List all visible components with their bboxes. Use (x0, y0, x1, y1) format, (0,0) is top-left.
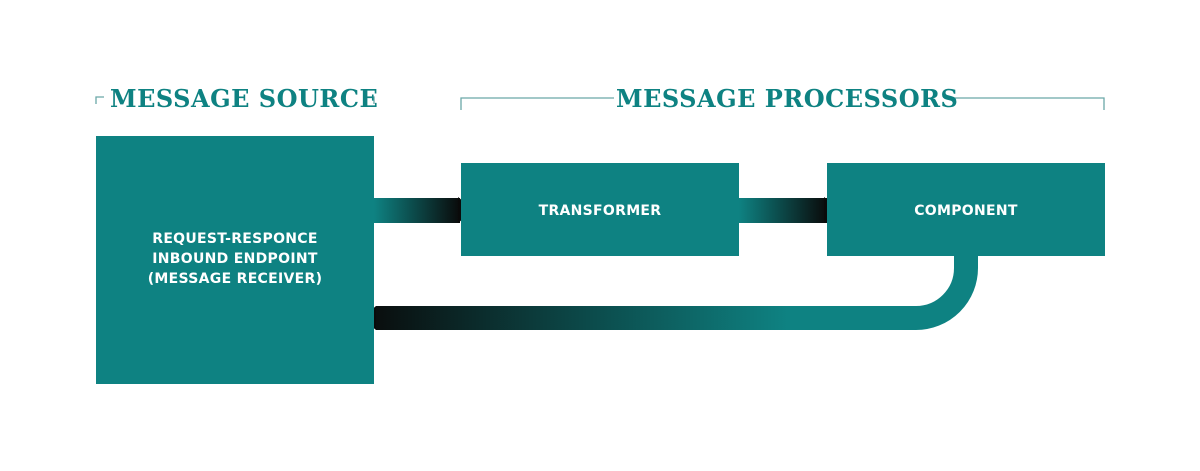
component-label: COMPONENT (914, 203, 1018, 219)
transformer-box (461, 163, 739, 256)
arrow-component-return (362, 256, 978, 330)
processors-bracket (460, 97, 1105, 110)
transformer-label: TRANSFORMER (538, 203, 662, 219)
endpoint-label-line2: INBOUND ENDPOINT (152, 251, 318, 267)
endpoint-label-line1: REQUEST-RESPONCE (152, 231, 318, 247)
arrow-transformer-to-component (739, 197, 840, 223)
endpoint-label: REQUEST-RESPONCE INBOUND ENDPOINT (MESSA… (96, 229, 374, 289)
processors-title: MESSAGE PROCESSORS (616, 84, 959, 113)
arrow-endpoint-to-transformer (374, 197, 474, 223)
endpoint-label-line3: (MESSAGE RECEIVER) (147, 271, 323, 287)
source-bracket (95, 96, 375, 104)
component-box (827, 163, 1105, 256)
source-title: MESSAGE SOURCE (110, 84, 379, 113)
endpoint-box (96, 136, 374, 384)
